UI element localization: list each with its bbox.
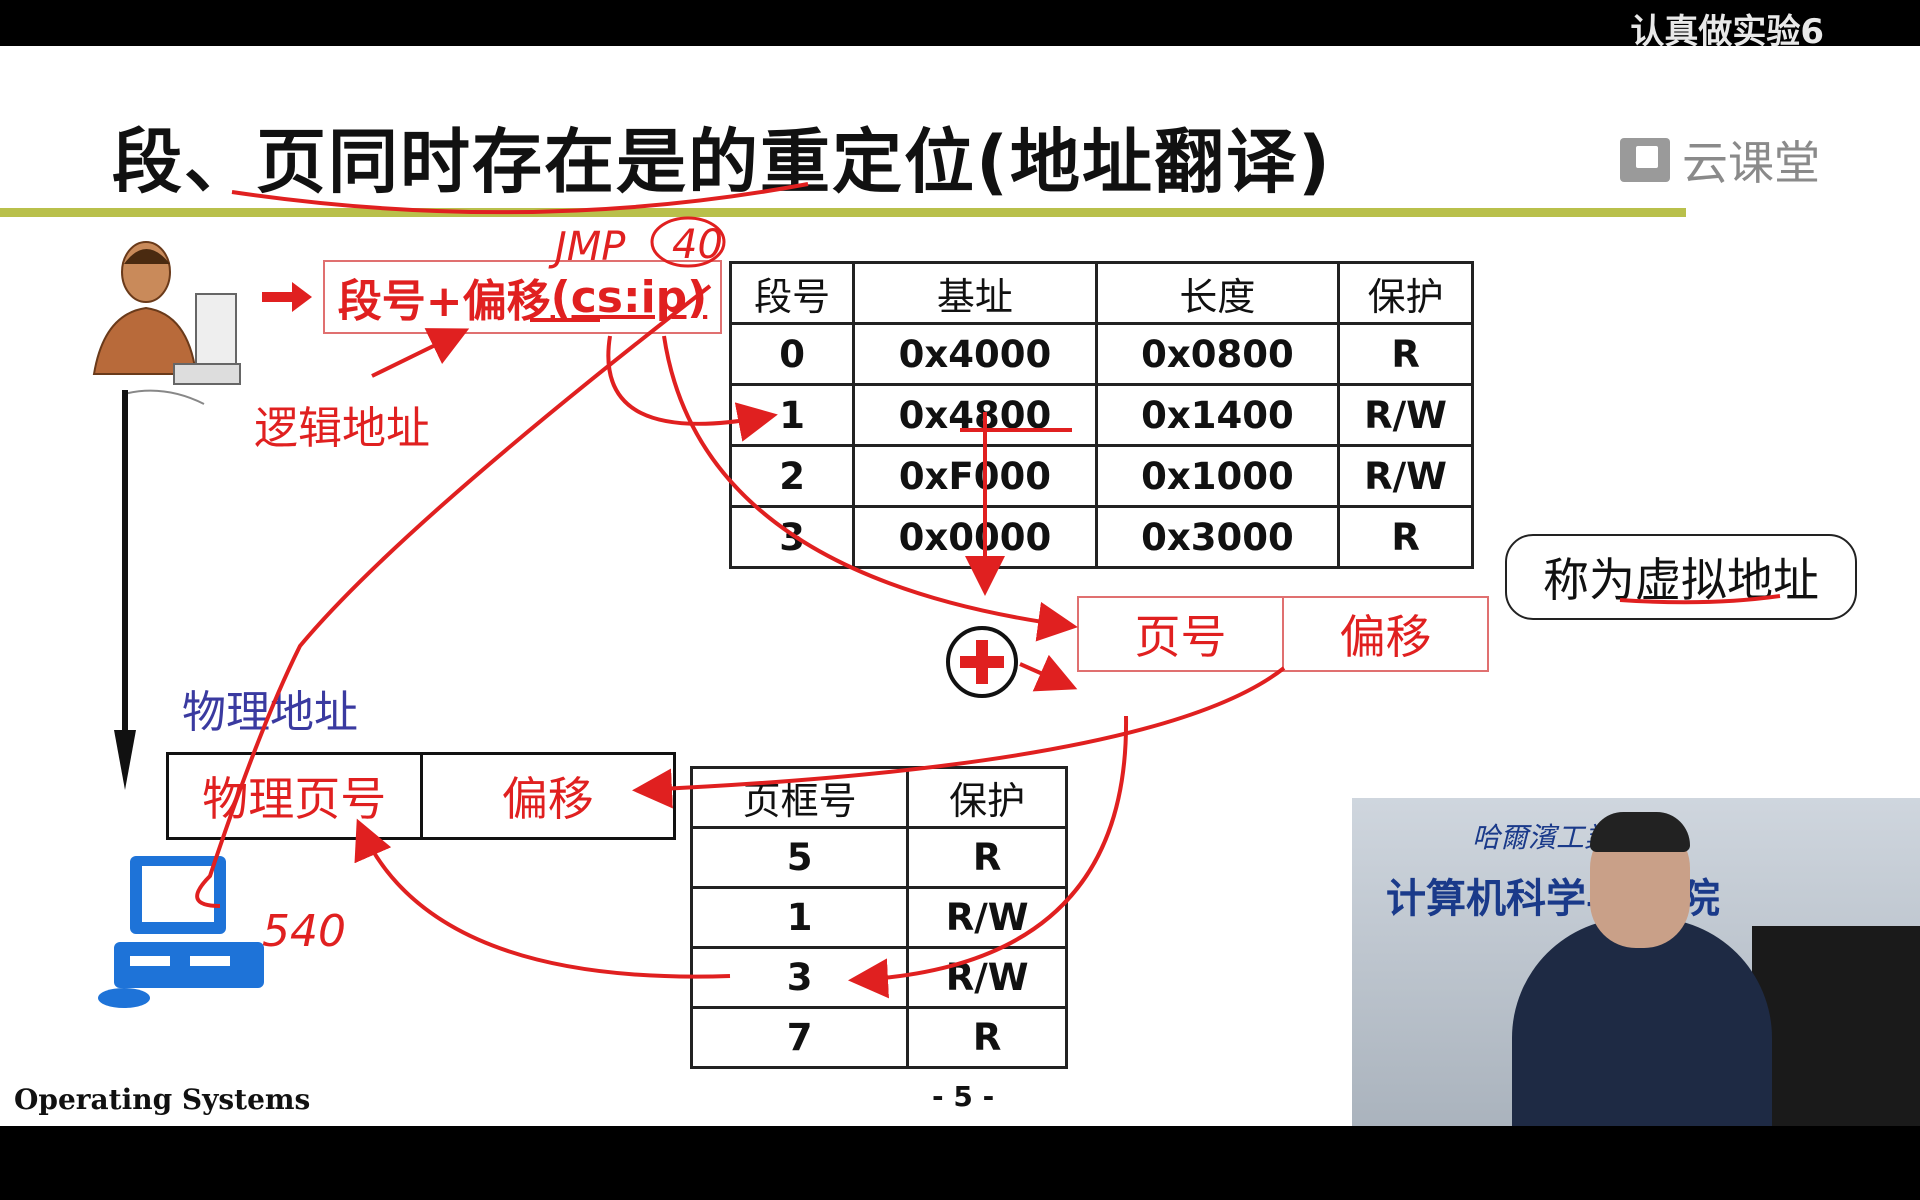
physical-address-box: 物理页号 偏移 [166, 752, 676, 840]
table-cell: 0x0000 [852, 505, 1098, 569]
arrow-down-icon [114, 390, 136, 790]
segment-table: 段号 基址 长度 保护 0 0x4000 0x0800 R 1 0x4800 0… [728, 261, 1474, 569]
table-cell: R/W [906, 886, 1068, 949]
table-header: 保护 [1337, 261, 1474, 325]
table-row: 7 R [689, 1006, 1068, 1069]
handwritten-540: 540 [262, 906, 346, 957]
table-cell: 3 [689, 946, 910, 1009]
table-cell: 0 [728, 322, 856, 386]
table-cell: R [1337, 322, 1474, 386]
physical-address-label: 物理地址 [182, 687, 358, 738]
slide: 段、页同时存在是的重定位(地址翻译) 云课堂 段号+偏移(cs:ip) 逻辑地址… [0, 46, 1920, 1126]
table-cell: 1 [689, 886, 910, 949]
table-row: 2 0xF000 0x1000 R/W [728, 444, 1474, 508]
page-number: - 5 - [932, 1080, 995, 1113]
bottom-bar [0, 1126, 1920, 1200]
table-cell: 7 [689, 1006, 910, 1069]
table-cell: 2 [728, 444, 856, 508]
table-header: 基址 [852, 261, 1098, 325]
logo-icon [1620, 138, 1670, 182]
table-cell: 0x0800 [1094, 322, 1341, 386]
table-cell: 0x1000 [1094, 444, 1341, 508]
virtual-address-callout: 称为虚拟地址 [1505, 534, 1857, 620]
table-header: 段号 [728, 261, 856, 325]
video-title: 认真做实验6 [1630, 12, 1824, 52]
logical-address-box: 段号+偏移(cs:ip) [323, 260, 722, 334]
table-cell: R/W [1337, 383, 1474, 447]
table-cell: 3 [728, 505, 856, 569]
table-cell: 0x1400 [1094, 383, 1341, 447]
title-divider [0, 208, 1686, 217]
virtual-address-box: 页号 偏移 [1077, 596, 1489, 672]
table-cell: 0xF000 [852, 444, 1098, 508]
table-cell: R [1337, 505, 1474, 569]
table-cell: R [906, 1006, 1068, 1069]
arrow-right-icon [262, 282, 312, 312]
table-row: 1 0x4800 0x1400 R/W [728, 383, 1474, 447]
table-row: 3 0x0000 0x3000 R [728, 505, 1474, 569]
table-cell: 5 [689, 826, 910, 889]
frame-number-cell: 物理页号 [202, 772, 387, 826]
table-cell: R/W [1337, 444, 1474, 508]
table-row: 0 0x4000 0x0800 R [728, 322, 1474, 386]
table-cell: 0x3000 [1094, 505, 1341, 569]
plus-circle-icon [946, 626, 1018, 698]
logical-address-text: 段号+偏移 [337, 276, 551, 327]
page-number-cell: 页号 [1134, 610, 1227, 664]
table-header: 长度 [1094, 261, 1341, 325]
offset-cell: 偏移 [1282, 598, 1487, 670]
monitor [1752, 926, 1920, 1126]
slide-title: 段、页同时存在是的重定位(地址翻译) [112, 121, 1332, 203]
handwritten-40: 40 [672, 222, 723, 268]
presenter [1512, 918, 1772, 1126]
logical-address-label: 逻辑地址 [254, 403, 430, 454]
handwritten-jmp: JMP [555, 224, 626, 270]
user-at-computer-icon [92, 241, 241, 405]
top-bar: 认真做实验6 [0, 0, 1920, 52]
table-cell: R [906, 826, 1068, 889]
table-row: 5 R [689, 826, 1068, 889]
table-header: 保护 [906, 766, 1068, 829]
cs-ip-text: (cs:ip) [550, 271, 708, 323]
computer-icon [98, 856, 264, 1008]
table-cell: 0x4800 [852, 383, 1098, 447]
table-header: 页框号 [689, 766, 910, 829]
presenter-video: 哈爾濱工業大 计算机科学与技 院 [1352, 798, 1920, 1126]
table-cell: R/W [906, 946, 1068, 1009]
footer-course-name: Operating Systems [14, 1083, 311, 1116]
table-row: 1 R/W [689, 886, 1068, 949]
logo-text: 云课堂 [1682, 136, 1820, 190]
table-cell: 1 [728, 383, 856, 447]
page-table: 页框号 保护 5 R 1 R/W 3 R/W 7 R [689, 766, 1068, 1069]
logo: 云课堂 [1620, 130, 1820, 190]
table-row: 3 R/W [689, 946, 1068, 1009]
table-cell: 0x4000 [852, 322, 1098, 386]
physical-offset-cell: 偏移 [419, 755, 674, 837]
